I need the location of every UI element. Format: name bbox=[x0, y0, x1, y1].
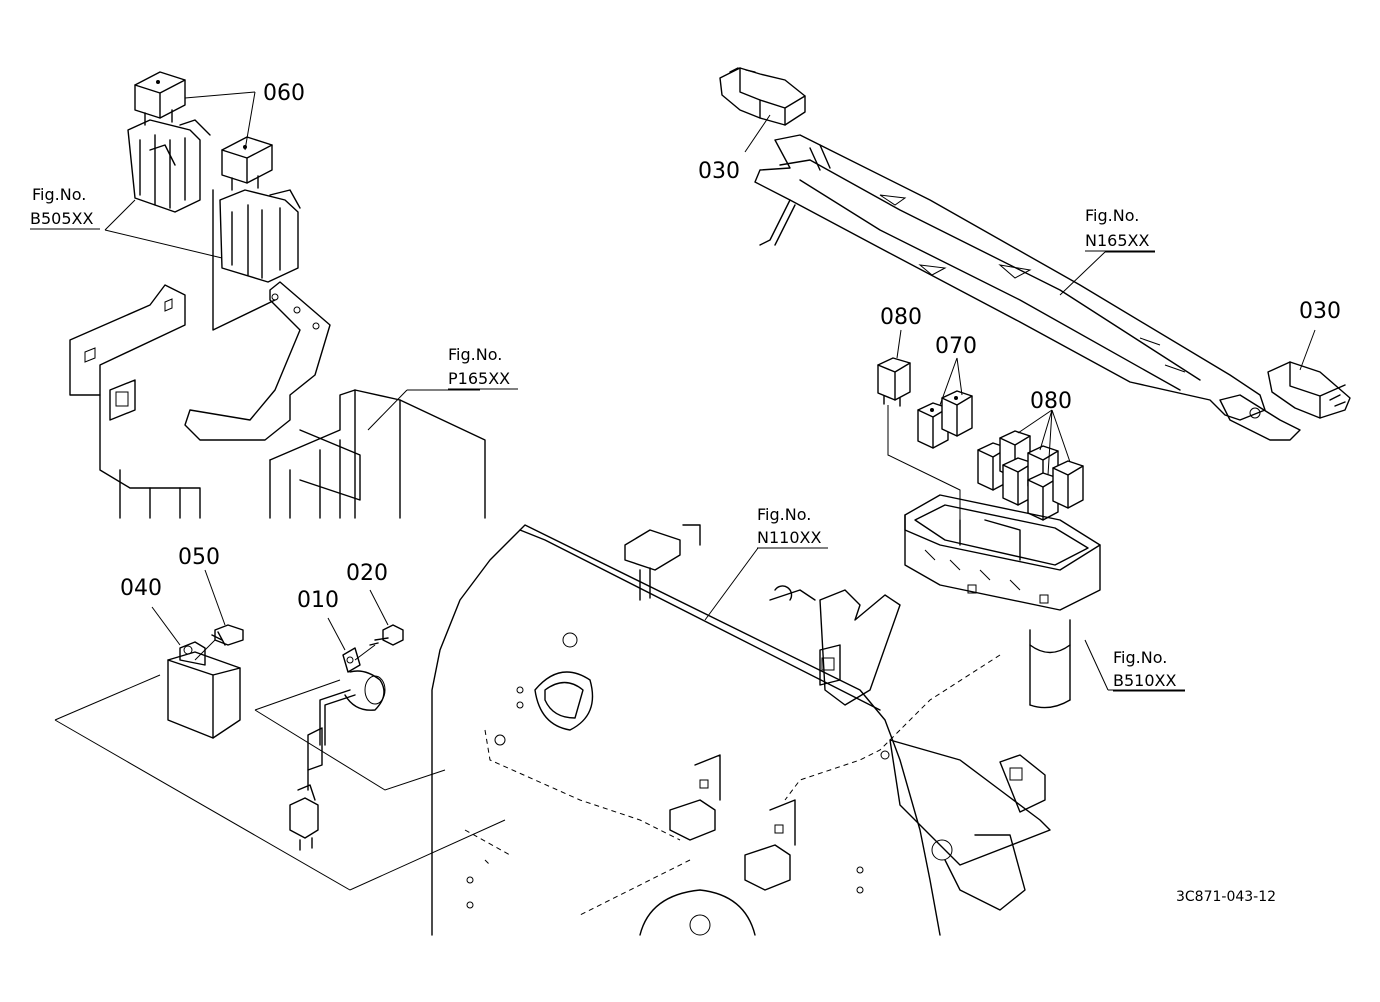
fig-ref-n110-code: N110XX bbox=[757, 528, 821, 547]
screw-050 bbox=[194, 624, 244, 661]
relay-bracket-right bbox=[219, 189, 301, 283]
relay-bracket-left bbox=[127, 119, 211, 213]
callout-020: 020 bbox=[346, 561, 388, 586]
panel-p165 bbox=[269, 389, 486, 519]
leader-lines-030-n165 bbox=[744, 114, 1316, 371]
callout-030-right: 030 bbox=[1299, 299, 1341, 324]
harness-n165 bbox=[754, 134, 1301, 441]
plate-brackets bbox=[624, 524, 901, 891]
relay-080-single bbox=[877, 357, 911, 407]
callout-050: 050 bbox=[178, 545, 220, 570]
callout-040: 040 bbox=[120, 576, 162, 601]
sensor-010 bbox=[289, 647, 386, 851]
leader-lines-060 bbox=[104, 91, 480, 431]
harness-connector-030-right bbox=[1267, 361, 1351, 419]
callout-080-single: 080 bbox=[880, 305, 922, 330]
mounting-strap bbox=[184, 189, 331, 441]
main-plate-n110 bbox=[431, 524, 1051, 936]
dashed-guides bbox=[464, 654, 1001, 916]
leader-line-n110 bbox=[704, 547, 828, 621]
fig-ref-b505-label: Fig.No. bbox=[32, 185, 86, 204]
fig-ref-p165-label: Fig.No. bbox=[448, 345, 502, 364]
relay-070-pair bbox=[917, 390, 973, 449]
callout-080-group: 080 bbox=[1030, 389, 1072, 414]
relay-060-right bbox=[221, 136, 273, 191]
screw-020 bbox=[354, 624, 404, 661]
callout-060: 060 bbox=[263, 81, 305, 106]
fig-ref-n110-label: Fig.No. bbox=[757, 505, 811, 524]
callout-030-left: 030 bbox=[698, 159, 740, 184]
fig-ref-b510-label: Fig.No. bbox=[1113, 648, 1167, 667]
fuse-box-b510 bbox=[904, 494, 1101, 709]
fig-ref-n165-code: N165XX bbox=[1085, 231, 1149, 250]
callout-010: 010 bbox=[297, 588, 339, 613]
leader-lines-lower-left bbox=[54, 569, 506, 891]
fig-ref-b510-code: B510XX bbox=[1113, 671, 1176, 690]
harness-connector-030-left bbox=[719, 67, 806, 126]
flasher-unit-040 bbox=[167, 641, 241, 739]
drawing-number: 3C871-043-12 bbox=[1176, 889, 1276, 905]
relay-060-left bbox=[134, 71, 186, 126]
fig-ref-b505-code: B505XX bbox=[30, 209, 93, 228]
callout-070: 070 bbox=[935, 334, 977, 359]
bracket-frame-left bbox=[69, 284, 201, 519]
fig-ref-p165-code: P165XX bbox=[448, 369, 510, 388]
relay-080-group bbox=[977, 430, 1084, 521]
leader-lines-070-080 bbox=[887, 329, 1185, 691]
fig-ref-n165-label: Fig.No. bbox=[1085, 206, 1139, 225]
